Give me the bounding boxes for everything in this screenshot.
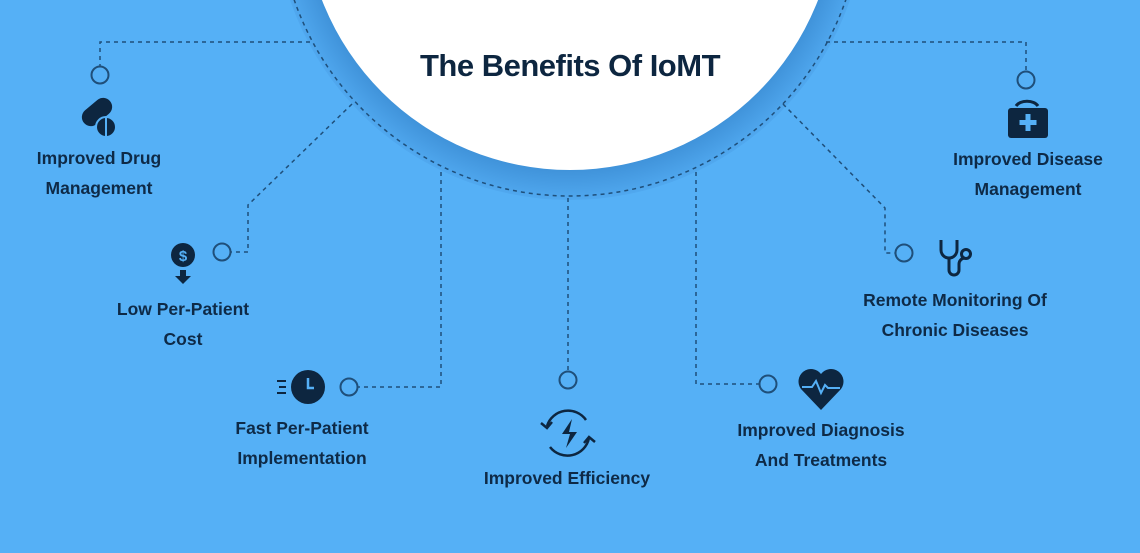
fast-clock-icon: [277, 370, 325, 404]
page-title: The Benefits Of IoMT: [420, 48, 721, 83]
connector-lines: [99, 41, 1027, 388]
benefit-label-line: Implementation: [237, 448, 367, 468]
benefit-low-cost: Low Per-Patient Cost: [63, 294, 303, 354]
benefit-label-line: Management: [45, 178, 153, 198]
pills-icon: [81, 97, 117, 138]
node-remote: [894, 243, 914, 263]
benefit-label-line: Chronic Diseases: [881, 320, 1029, 340]
benefit-label-line: Cost: [163, 329, 203, 349]
center-circle: [321, 0, 819, 170]
connector-diagnosis: [695, 172, 759, 385]
benefit-label-line: Improved Drug: [36, 148, 162, 168]
energy-cycle-icon: [540, 409, 596, 457]
benefit-label-line: And Treatments: [754, 450, 888, 470]
benefit-label-line: Low Per-Patient: [116, 299, 250, 319]
connector-drug: [99, 41, 310, 66]
heartbeat-icon: [798, 369, 844, 410]
benefit-label-line: Fast Per-Patient: [235, 418, 369, 438]
benefit-label-line: Improved Disease: [953, 149, 1103, 169]
benefit-label-line: Improved Diagnosis: [737, 420, 905, 440]
node-cost: [212, 242, 232, 262]
connector-cost: [231, 103, 353, 253]
node-drug: [90, 65, 110, 85]
connector-fast: [358, 172, 442, 388]
benefit-remote-monitoring: Remote Monitoring Of Chronic Diseases: [835, 285, 1075, 345]
stethoscope-icon: [939, 240, 972, 277]
connector-disease: [826, 41, 1027, 71]
benefit-fast-implementation: Fast Per-Patient Implementation: [182, 413, 422, 473]
ring-dashed-border: [293, 0, 847, 197]
benefit-label-line: Management: [974, 179, 1082, 199]
connector-remote: [782, 103, 895, 254]
benefit-drug-management: Improved Drug Management: [0, 143, 219, 203]
node-disease: [1016, 70, 1036, 90]
node-efficiency: [558, 370, 578, 390]
dollar-down-icon: $: [171, 243, 195, 284]
svg-text:$: $: [179, 248, 188, 265]
benefit-efficiency: Improved Efficiency: [447, 463, 687, 493]
node-diagnosis: [758, 374, 778, 394]
benefit-label-line: Remote Monitoring Of: [863, 290, 1047, 310]
medical-kit-icon: [1008, 99, 1048, 138]
benefit-disease-management: Improved Disease Management: [908, 144, 1140, 204]
node-fast: [339, 377, 359, 397]
benefit-label-line: Improved Efficiency: [483, 468, 651, 488]
benefit-diagnosis: Improved Diagnosis And Treatments: [701, 415, 941, 475]
